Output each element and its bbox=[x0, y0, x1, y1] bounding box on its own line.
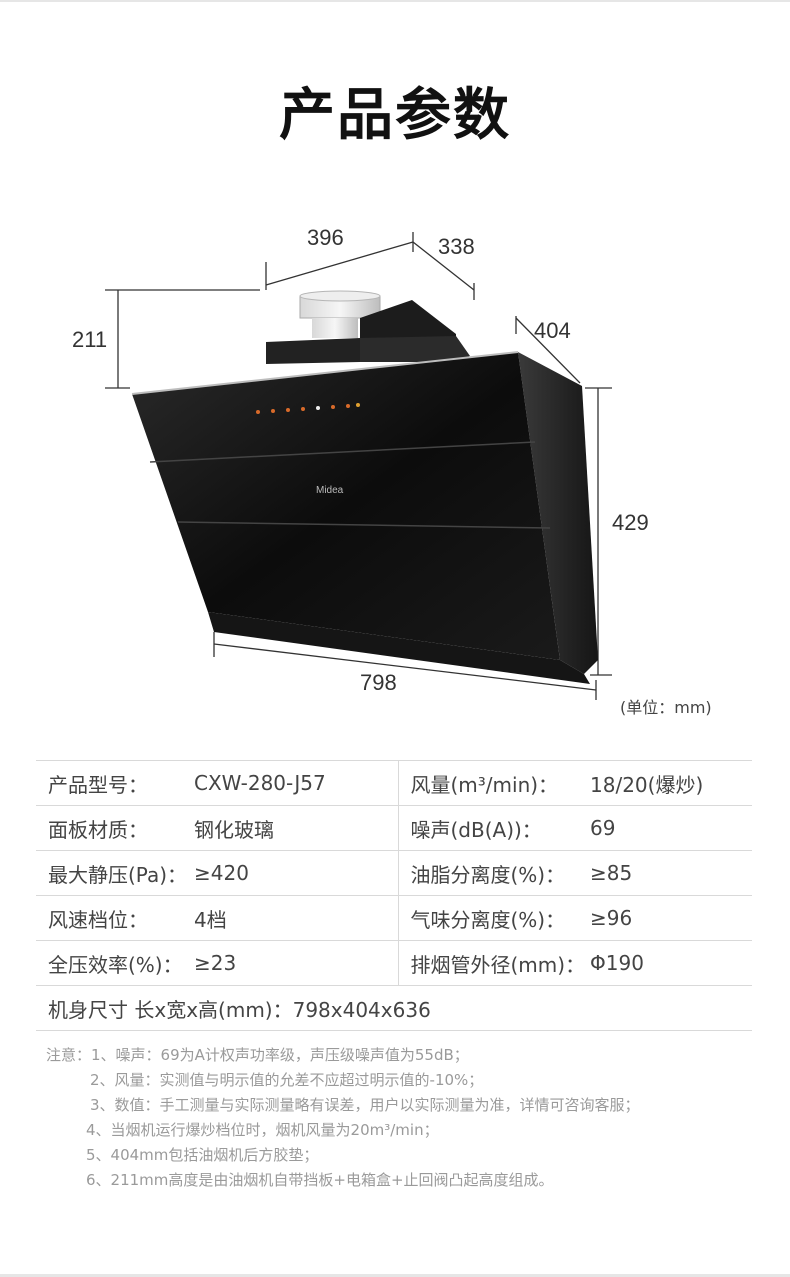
spec-label: 最大静压(Pa)： bbox=[36, 850, 194, 896]
top-divider bbox=[0, 0, 790, 2]
spec-label: 风速档位： bbox=[36, 895, 194, 941]
table-row: 风速档位： 4档 气味分离度(%)： ≥96 bbox=[36, 895, 752, 941]
spec-label: 产品型号： bbox=[36, 760, 194, 806]
unit-note: (单位：mm) bbox=[620, 698, 712, 717]
spec-value: 4档 bbox=[194, 895, 398, 941]
dim-side-depth: 404 bbox=[534, 318, 571, 343]
table-row: 最大静压(Pa)： ≥420 油脂分离度(%)： ≥85 bbox=[36, 850, 752, 896]
spec-value: ≥23 bbox=[194, 940, 398, 986]
dim-width-bottom: 798 bbox=[360, 670, 397, 695]
note-line: 6、211mm高度是由油烟机自带挡板+电箱盒+止回阀凸起高度组成。 bbox=[86, 1171, 554, 1189]
note-line: 5、404mm包括油烟机后方胶垫； bbox=[86, 1146, 319, 1164]
dim-height: 429 bbox=[612, 510, 649, 535]
dim-duct-height: 211 bbox=[72, 327, 107, 352]
spec-label: 气味分离度(%)： bbox=[397, 895, 590, 941]
dim-depth-top: 338 bbox=[438, 234, 475, 259]
bottom-divider bbox=[0, 1274, 790, 1277]
hood-side-panel bbox=[518, 352, 598, 674]
table-row: 机身尺寸 长x宽x高(mm)：798x404x636 bbox=[36, 985, 752, 1031]
notes: 注意：1、噪声：69为A计权声功率级，声压级噪声值为55dB； 2、风量：实测值… bbox=[46, 1043, 766, 1193]
spec-value: CXW-280-J57 bbox=[194, 760, 398, 806]
spec-label: 噪声(dB(A))： bbox=[397, 805, 590, 851]
table-row: 全压效率(%)： ≥23 排烟管外径(mm)： Φ190 bbox=[36, 940, 752, 986]
dimension-lines bbox=[105, 232, 612, 700]
body-size: 机身尺寸 长x宽x高(mm)：798x404x636 bbox=[36, 985, 752, 1031]
table-row: 产品型号： CXW-280-J57 风量(m³/min)： 18/20(爆炒) bbox=[36, 760, 752, 806]
spec-label: 全压效率(%)： bbox=[36, 940, 194, 986]
spec-value: ≥96 bbox=[590, 895, 752, 941]
table-row: 面板材质： 钢化玻璃 噪声(dB(A))： 69 bbox=[36, 805, 752, 851]
spec-value: Φ190 bbox=[590, 940, 752, 986]
brand-logo: Midea bbox=[316, 485, 344, 496]
spec-value: 18/20(爆炒) bbox=[590, 760, 752, 806]
control-lights bbox=[256, 403, 360, 414]
note-line: 4、当烟机运行爆炒档位时，烟机风量为20m³/min； bbox=[86, 1121, 439, 1139]
note-line: 2、风量：实测值与明示值的允差不应超过明示值的-10%； bbox=[90, 1071, 484, 1089]
duct-housing bbox=[266, 290, 470, 364]
spec-label: 排烟管外径(mm)： bbox=[397, 940, 590, 986]
range-hood-diagram: Midea 396 338 211 404 429 798 bbox=[72, 225, 649, 700]
spec-table: 产品型号： CXW-280-J57 风量(m³/min)： 18/20(爆炒) … bbox=[36, 760, 752, 1031]
spec-label: 油脂分离度(%)： bbox=[397, 850, 590, 896]
note-line: 3、数值：手工测量与实际测量略有误差，用户以实际测量为准，详情可咨询客服； bbox=[90, 1096, 640, 1114]
dim-width-top: 396 bbox=[307, 225, 344, 250]
spec-label: 风量(m³/min)： bbox=[397, 760, 590, 806]
hood-base bbox=[208, 612, 590, 684]
note-line: 注意：1、噪声：69为A计权声功率级，声压级噪声值为55dB； bbox=[46, 1046, 469, 1064]
spec-label: 面板材质： bbox=[36, 805, 194, 851]
page-title: 产品参数 bbox=[279, 83, 511, 148]
hood-front-panel bbox=[132, 352, 560, 660]
spec-value: ≥420 bbox=[194, 850, 398, 896]
spec-value: 钢化玻璃 bbox=[194, 805, 398, 851]
spec-value: ≥85 bbox=[590, 850, 752, 896]
spec-value: 69 bbox=[590, 805, 752, 851]
